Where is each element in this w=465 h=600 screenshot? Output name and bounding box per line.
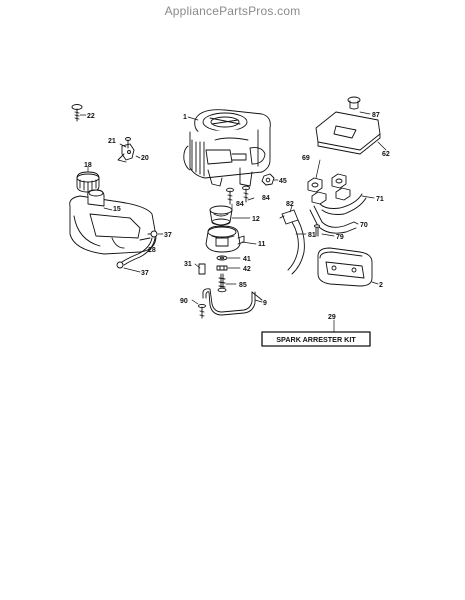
callout-62: 62 [382,151,390,158]
bolt-part-22 [71,104,83,122]
washer-part-41 [216,255,228,261]
pulley-part-12 [209,205,233,226]
bolt-part-90 [198,303,206,319]
callout-41: 41 [243,256,251,263]
callout-20: 20 [141,155,149,162]
bolt-part-87 [347,96,361,110]
bolt-part-85 [217,273,227,293]
tube-part-81 [287,219,305,275]
spark-arrester-kit-box [261,331,371,347]
callout-70: 70 [360,222,368,229]
clutch-part-11 [205,225,245,253]
callout-28: 28 [148,247,156,254]
bolts-part-84 [226,185,250,205]
key-part-31 [198,263,206,275]
callout-12: 12 [252,216,260,223]
clamp-part-37-lower [116,261,124,269]
screw-part-79 [314,224,320,237]
callout-22: 22 [87,113,95,120]
breather-part-82 [279,209,299,225]
callout-29: 29 [328,314,336,321]
callout-21: 21 [108,138,116,145]
engine-part-1 [183,109,271,187]
callout-45: 45 [279,178,287,185]
fuel-cap-part-18 [76,171,100,193]
callout-84-right: 84 [262,195,270,202]
callout-82: 82 [286,201,294,208]
spark-arrester-kit-label: SPARK ARRESTER KIT [276,335,356,344]
callout-37-upper: 37 [164,232,172,239]
callout-9: 9 [263,300,267,307]
callout-2: 2 [379,282,383,289]
callout-42: 42 [243,266,251,273]
callout-18: 18 [84,162,92,169]
callout-90: 90 [180,298,188,305]
callout-79: 79 [336,234,344,241]
callout-81: 81 [308,232,316,239]
exhaust-pipe-part-71 [319,193,367,215]
gaskets-part-69 [307,173,351,205]
muffler-part-2 [317,247,373,287]
callout-71: 71 [376,196,384,203]
callout-85: 85 [239,282,247,289]
callout-69: 69 [302,155,310,162]
nut-part-42 [216,265,228,271]
callout-87: 87 [372,112,380,119]
callout-15: 15 [113,206,121,213]
callout-84-left: 84 [236,201,244,208]
clamp-part-37-upper [147,230,158,238]
exhaust-pipe-part-70 [309,205,357,234]
callout-1: 1 [183,114,187,121]
watermark-text: AppliancePartsPros.com [164,4,301,18]
callout-11: 11 [258,241,266,248]
fuel-line-part-28 [121,237,156,266]
belt-guide-part-9 [202,288,263,316]
nut-part-45 [261,173,275,186]
shield-part-62 [315,111,381,155]
bracket-part-20-21 [117,137,135,163]
fuel-tank-part-15 [69,189,157,255]
callout-labels: 1 22 21 20 18 15 37 28 37 45 84 84 12 11… [84,112,390,321]
callout-31: 31 [184,261,192,268]
leader-lines [79,111,387,333]
callout-37-lower: 37 [141,270,149,277]
